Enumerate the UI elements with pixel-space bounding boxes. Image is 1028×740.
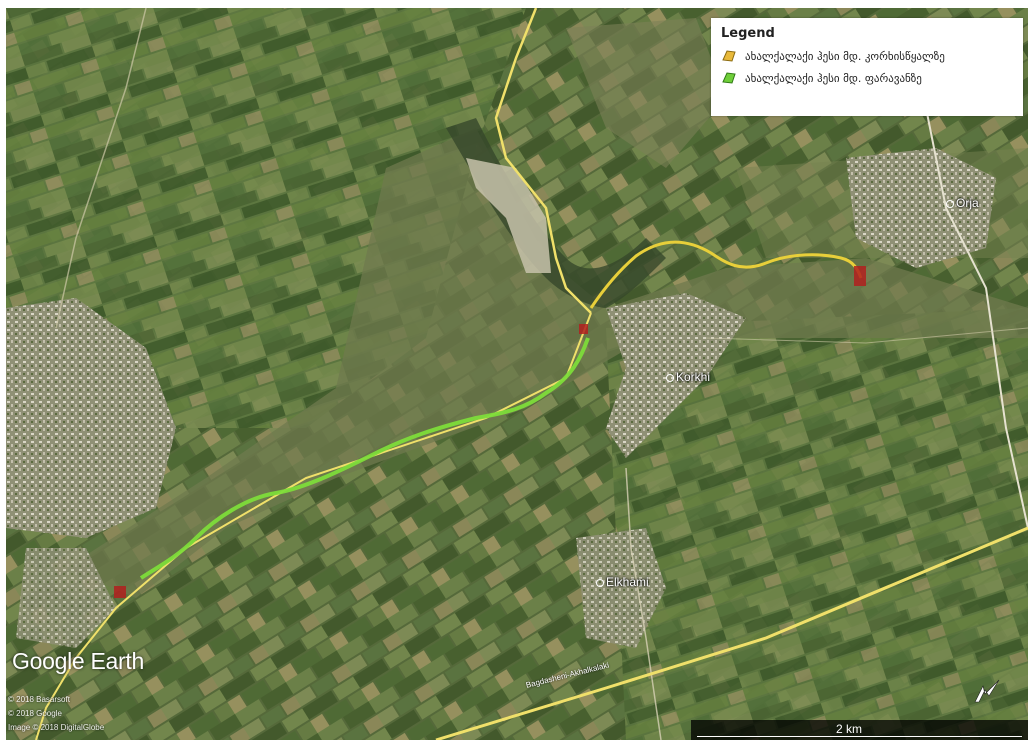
scale-line — [697, 736, 1022, 737]
paravani-river-route — [139, 337, 590, 580]
dam-marker-korkhi — [854, 266, 866, 286]
korkhi-river-route — [589, 240, 863, 309]
place-label-korkhi[interactable]: Korkhi — [666, 370, 710, 384]
legend-title: Legend — [721, 26, 775, 41]
place-pin-icon — [666, 373, 674, 382]
imagery-credits: © 2018 Basarsoft © 2018 Google Image © 2… — [8, 695, 105, 732]
legend-label-paravani: ახალქალაქი ჰესი მდ. ფარავანზე — [745, 71, 922, 85]
place-pin-icon — [596, 578, 604, 587]
polygon-swatch-icon — [722, 72, 736, 84]
place-label-orja[interactable]: Orja — [946, 196, 979, 210]
dam-marker-confluence — [579, 324, 588, 334]
legend-item-korkhi[interactable]: ახალქალაქი ჰესი მდ. კორხისწყალზე — [721, 45, 1013, 67]
google-earth-logo: Google Earth — [12, 648, 144, 674]
legend-label-korkhi: ახალქალაქი ჰესი მდ. კორხისწყალზე — [745, 49, 945, 63]
polygon-swatch-icon — [722, 50, 736, 62]
dam-marker-paravani — [114, 586, 126, 598]
scale-bar: 2 km — [691, 720, 1028, 740]
north-arrow-icon[interactable] — [971, 676, 1003, 706]
place-pin-icon — [946, 199, 954, 208]
project-routes — [114, 240, 866, 598]
legend-item-paravani[interactable]: ახალქალაქი ჰესი მდ. ფარავანზე — [721, 67, 1013, 89]
scale-label: 2 km — [836, 722, 863, 736]
legend-panel: Legend ახალქალაქი ჰესი მდ. კორხისწყალზე … — [711, 18, 1023, 116]
place-label-elkhami[interactable]: Elkhami — [596, 575, 649, 589]
satellite-map[interactable]: Legend ახალქალაქი ჰესი მდ. კორხისწყალზე … — [6, 8, 1028, 740]
map-imagery — [6, 8, 1028, 740]
